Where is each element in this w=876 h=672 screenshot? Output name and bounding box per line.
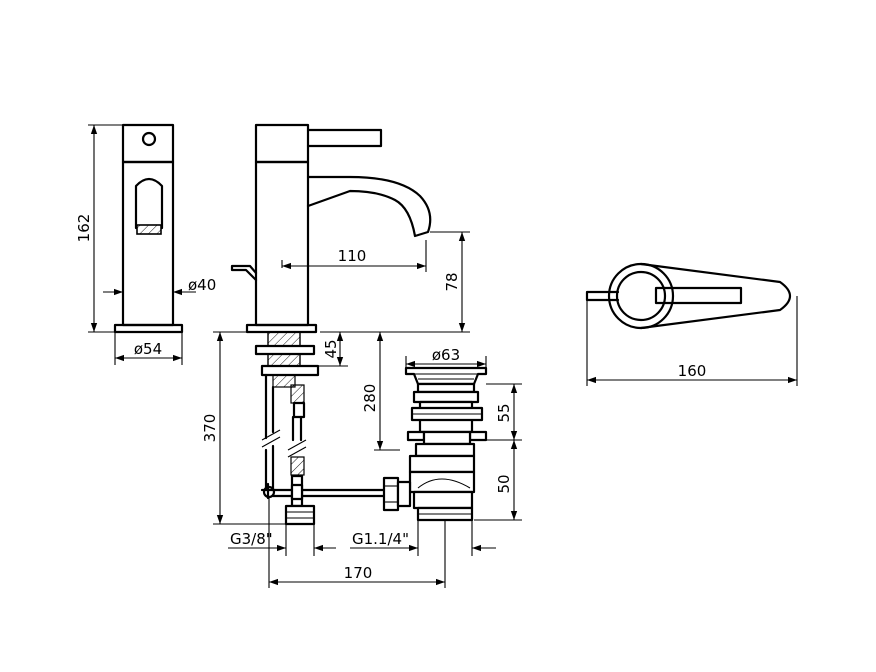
waste-dimensions: ø63 55 50 (405, 346, 522, 521)
waste-flange (404, 366, 488, 386)
top-dimensions: 160 (586, 296, 798, 386)
lever-block (121, 123, 175, 164)
dim-fixing: 45 (322, 339, 340, 358)
side-view (113, 123, 184, 334)
body-inner-circle (615, 270, 667, 322)
lever-slot (654, 286, 743, 305)
dim-waste-lower: 50 (495, 474, 513, 493)
waste-assembly (382, 366, 488, 522)
dim-rod-length: 170 (344, 564, 373, 582)
dim-waste-thread: G1.1/4" (352, 530, 409, 548)
dim-supply-length: 370 (201, 414, 219, 443)
side-dimensions: 162 ø54 ø40 (75, 124, 216, 365)
fixing-assembly (254, 331, 386, 526)
dim-side-height: 162 (75, 214, 93, 243)
dim-lever-diameter: ø40 (188, 276, 216, 294)
aerator-recess (134, 177, 164, 230)
lever-outline (639, 262, 792, 330)
aerator (136, 224, 162, 235)
profile-view (230, 123, 432, 526)
waste-body (408, 454, 476, 474)
body-column (254, 160, 310, 327)
pop-up-rod (230, 264, 258, 282)
dim-waste-upper: 55 (495, 403, 513, 422)
lever-hole (141, 131, 157, 147)
top-view (585, 262, 792, 330)
profile-dimensions: 110 78 45 370 280 G3/8" G1.1/4" 170 (201, 231, 496, 588)
lever-cap (254, 123, 310, 164)
dim-drain-length: 280 (361, 384, 379, 413)
dim-supply-thread: G3/8" (230, 530, 273, 548)
dim-outlet-height: 78 (443, 272, 461, 291)
base-plate (113, 323, 184, 334)
body-column (121, 160, 175, 327)
base-plate (245, 323, 318, 334)
dim-base-diameter: ø54 (134, 340, 162, 358)
pop-up-knob (585, 290, 620, 302)
dim-top-length: 160 (678, 362, 707, 380)
rod-connector (382, 476, 400, 512)
waste-nut-right (468, 430, 488, 442)
dim-waste-diameter: ø63 (432, 346, 460, 364)
spout (306, 175, 432, 238)
waste-nut-left (406, 430, 426, 442)
dim-spout-reach: 110 (338, 247, 367, 265)
lever-handle (306, 128, 383, 148)
